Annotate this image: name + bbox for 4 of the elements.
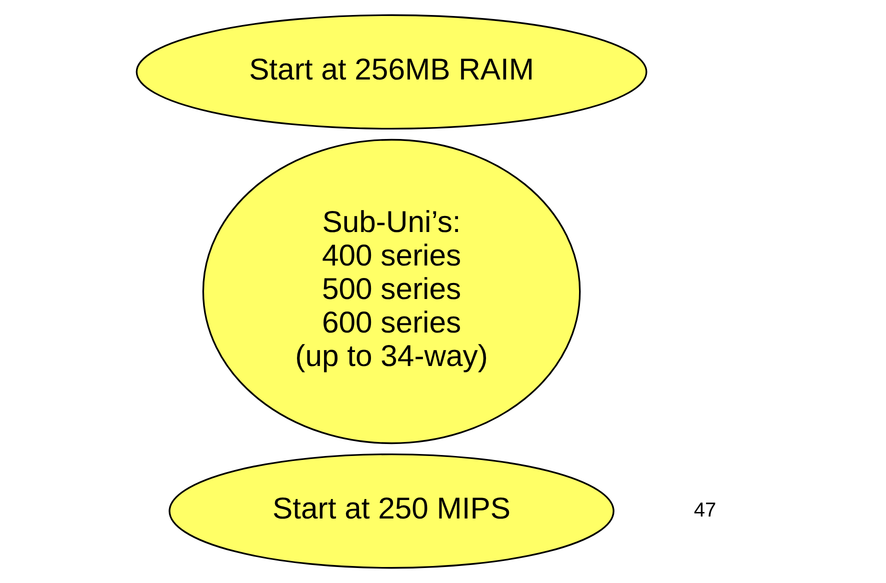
node-ellipse: Start at 250 MIPS [168, 453, 614, 569]
node-ellipse: Start at 256MB RAIM [135, 14, 647, 130]
node-ellipse: Sub-Uni’s: 400 series 500 series 600 series (up to 34-way) [202, 138, 580, 444]
label: 47 [693, 499, 716, 522]
